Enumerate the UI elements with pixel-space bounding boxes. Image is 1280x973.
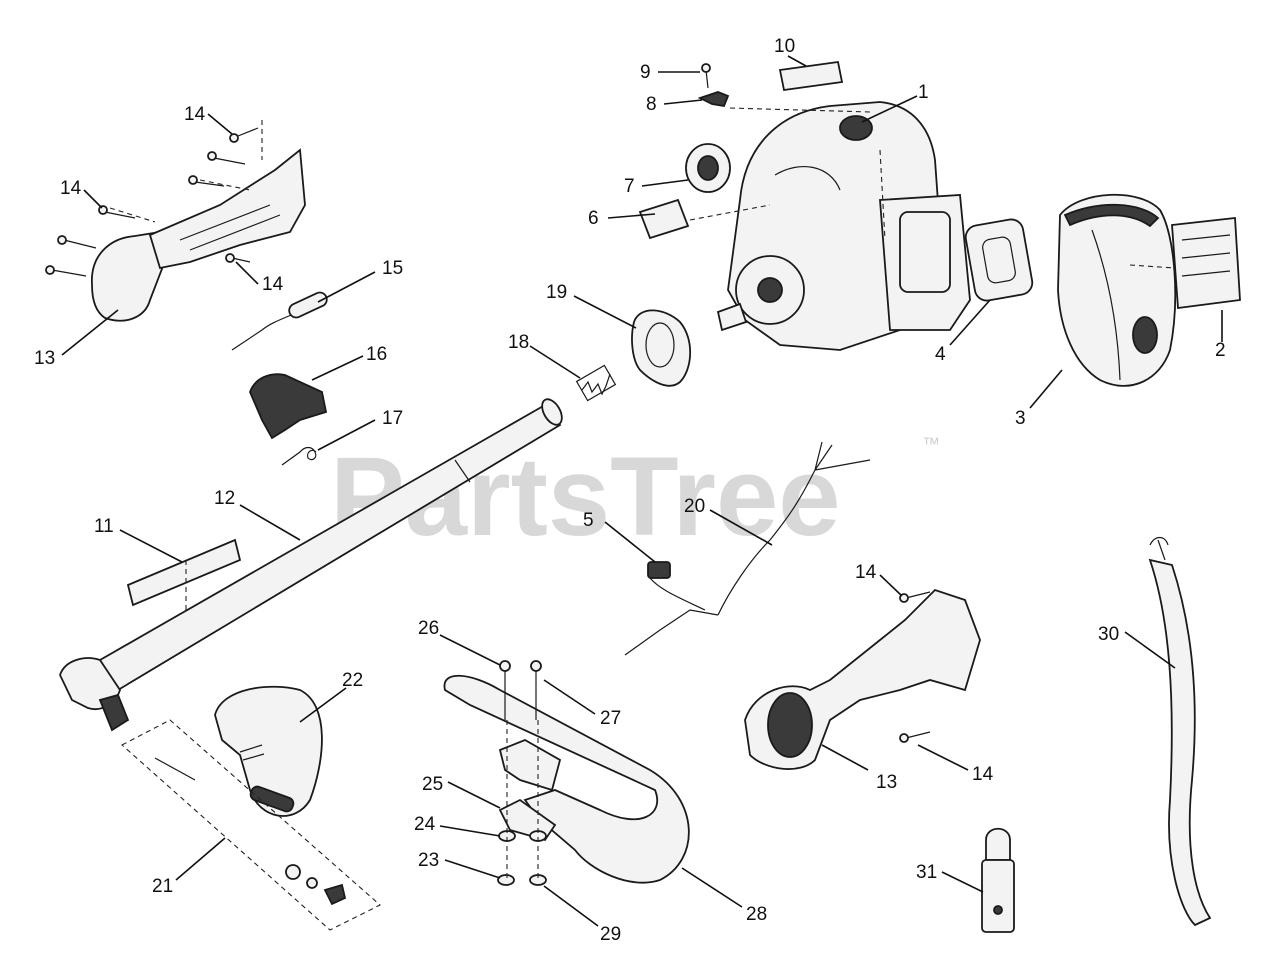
- callout-7: 7: [624, 176, 635, 197]
- callout-28: 28: [746, 904, 767, 925]
- fuel-cap: [685, 143, 731, 193]
- callout-12: 12: [214, 488, 235, 509]
- leader-lines: [61, 55, 1223, 927]
- wiring-harness: [624, 441, 871, 656]
- callout-11: 11: [94, 516, 114, 537]
- callout-30: 30: [1098, 624, 1119, 645]
- screw-set-rear: [899, 591, 931, 743]
- callout-26: 26: [418, 618, 439, 639]
- callout-15: 15: [382, 258, 403, 279]
- stop-switch: [647, 561, 706, 611]
- callout-labels: 1 2 3 4 5 6 7 8 9 10 11 12 13 13 14 14 1…: [34, 36, 1226, 945]
- callout-14-b: 14: [60, 178, 82, 199]
- callout-23: 23: [418, 850, 439, 871]
- callout-14-c: 14: [262, 274, 284, 295]
- callout-4: 4: [935, 344, 946, 365]
- handle-housing-top: [91, 120, 306, 322]
- callout-6: 6: [588, 208, 599, 229]
- trigger-spring: [281, 446, 317, 466]
- screw-9: [701, 63, 711, 89]
- assist-handle: [214, 685, 323, 817]
- air-filter-cover: [1057, 193, 1177, 387]
- callout-2: 2: [1215, 340, 1226, 361]
- clutch-drum: [631, 309, 692, 387]
- plug-wrench: [981, 827, 1015, 933]
- callout-13-rear: 13: [876, 772, 897, 793]
- callout-27: 27: [600, 708, 621, 729]
- callout-17: 17: [382, 408, 403, 429]
- screw-set-left: [45, 127, 259, 277]
- callout-9: 9: [640, 62, 651, 83]
- callout-19: 19: [546, 282, 567, 303]
- air-filter: [964, 218, 1034, 302]
- engine-assembly: [689, 101, 971, 351]
- callout-5: 5: [583, 510, 594, 531]
- callout-25: 25: [422, 774, 443, 795]
- callout-13-top: 13: [34, 348, 55, 369]
- callout-29: 29: [600, 924, 621, 945]
- handle-housing-rear: [744, 588, 981, 770]
- callout-18: 18: [508, 332, 529, 353]
- callout-8: 8: [646, 94, 657, 115]
- bracket-8: [697, 91, 730, 108]
- warning-label: [1129, 217, 1241, 310]
- handle-bracket-kit: [121, 719, 381, 931]
- decal-6: [638, 198, 690, 240]
- callout-14-a: 14: [184, 104, 206, 125]
- shaft-label: [126, 538, 242, 610]
- callout-14-d: 14: [855, 562, 877, 583]
- handle-clamp: [498, 739, 562, 842]
- callout-16: 16: [366, 344, 387, 365]
- drive-shaft-tube: [59, 398, 563, 732]
- shoulder-strap: [1148, 536, 1212, 927]
- watermark-trademark: ™: [922, 434, 940, 454]
- callout-1: 1: [918, 82, 929, 103]
- callout-14-e: 14: [972, 764, 994, 785]
- callout-22: 22: [342, 670, 363, 691]
- throttle-trigger: [249, 373, 328, 440]
- barrier-handle: [443, 674, 690, 884]
- decal-10: [778, 60, 844, 92]
- callout-10: 10: [774, 36, 795, 57]
- throttle-cable: [231, 291, 328, 351]
- callout-21: 21: [152, 876, 173, 897]
- callout-20: 20: [684, 496, 705, 517]
- screws-26-27: [499, 660, 542, 720]
- callout-31: 31: [916, 862, 937, 883]
- compression-spring: [575, 364, 617, 402]
- callout-24: 24: [414, 814, 436, 835]
- callout-3: 3: [1015, 408, 1026, 429]
